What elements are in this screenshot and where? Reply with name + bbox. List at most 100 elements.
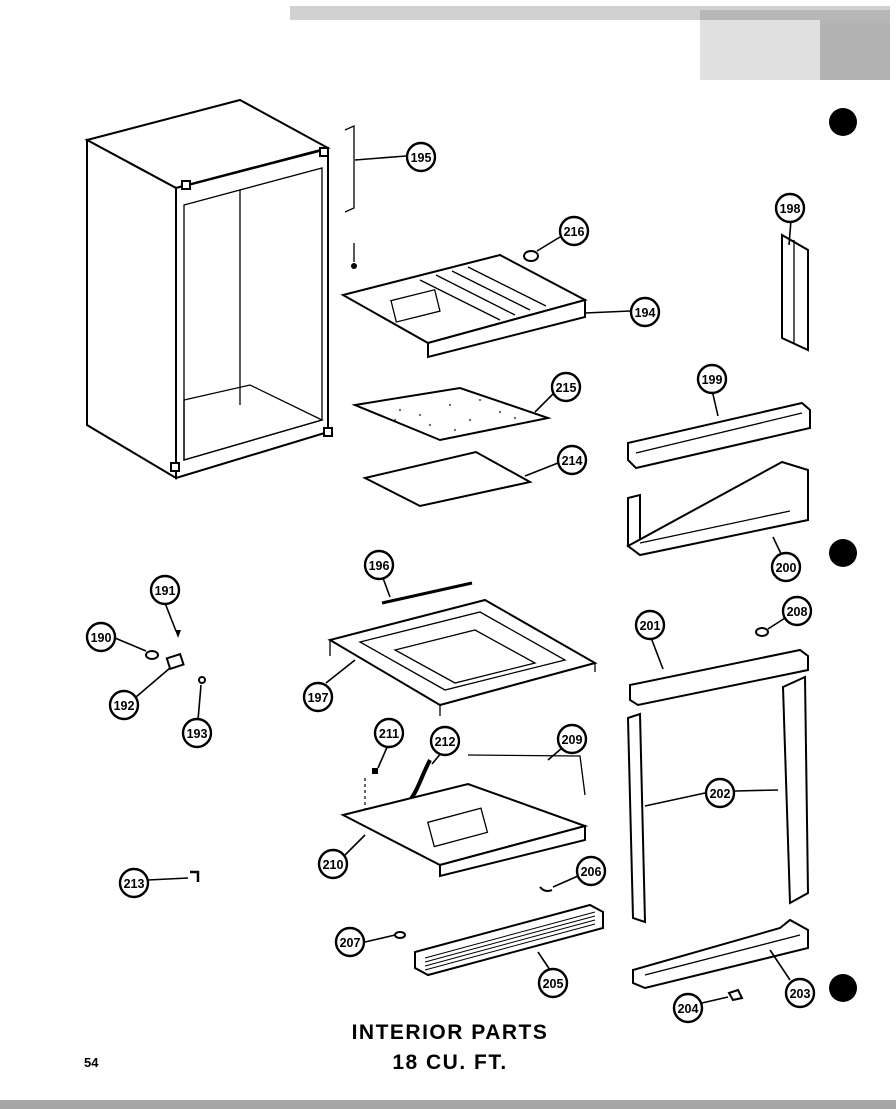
callout-label: 210 <box>323 858 344 872</box>
title-line-1: INTERIOR PARTS <box>351 1021 549 1044</box>
callout-circle <box>672 992 704 1024</box>
part-201-trim <box>629 634 809 707</box>
callout-209: 209 <box>556 723 588 755</box>
callout-211: 211 <box>373 717 405 749</box>
callout-207: 207 <box>334 926 366 958</box>
callout-circle <box>334 926 366 958</box>
callout-195: 195 <box>405 141 437 173</box>
callout-circle <box>302 681 334 713</box>
callout-circle <box>363 549 395 581</box>
part-200-bin <box>626 460 809 561</box>
callout-label: 196 <box>369 559 390 573</box>
callout-210: 210 <box>317 848 349 880</box>
callout-circle <box>405 141 437 173</box>
callout-circle <box>537 967 569 999</box>
callout-213: 213 <box>118 867 150 899</box>
callout-circle <box>575 855 607 887</box>
binder-holes <box>829 108 857 1002</box>
callout-label: 193 <box>187 727 208 741</box>
callout-circle <box>181 717 213 749</box>
callout-circle <box>629 296 661 328</box>
part-197-frame <box>325 598 598 716</box>
part-198-bin <box>627 389 811 470</box>
callout-label: 194 <box>635 306 656 320</box>
callout-label: 191 <box>155 584 176 598</box>
title-line-2: 18 CU. FT. <box>392 1051 508 1074</box>
part-196-rod <box>381 577 473 605</box>
callout-label: 207 <box>340 936 361 950</box>
callout-circle <box>770 551 802 583</box>
callout-198: 198 <box>774 192 806 224</box>
callout-circle <box>149 574 181 606</box>
callout-196: 196 <box>363 549 395 581</box>
callout-197: 197 <box>302 681 334 713</box>
callout-label: 200 <box>776 561 797 575</box>
callout-label: 203 <box>790 987 811 1001</box>
callout-label: 213 <box>124 877 145 891</box>
part-205-grille <box>364 875 604 977</box>
callout-label: 192 <box>114 699 135 713</box>
part-203-shelf <box>632 918 809 1004</box>
callout-190: 190 <box>85 621 117 653</box>
callout-label: 201 <box>640 619 661 633</box>
callout-circle <box>429 725 461 757</box>
callout-192: 192 <box>108 689 140 721</box>
callout-circle <box>774 192 806 224</box>
callout-label: 214 <box>562 454 583 468</box>
part-215-panel <box>351 386 558 442</box>
callout-circle <box>85 621 117 653</box>
callout-label: 198 <box>780 202 801 216</box>
callout-circle <box>634 609 666 641</box>
callout-215: 215 <box>550 371 582 403</box>
callout-label: 211 <box>379 727 399 741</box>
callout-214: 214 <box>556 444 588 476</box>
callout-label: 206 <box>581 865 602 879</box>
part-hinge-assembly <box>114 602 206 721</box>
callout-circle <box>373 717 405 749</box>
callout-circle <box>118 867 150 899</box>
callout-circle <box>784 977 816 1009</box>
callout-label: 204 <box>678 1002 699 1016</box>
part-195-trim <box>344 124 407 213</box>
callout-circle <box>704 777 736 809</box>
callout-label: 197 <box>308 691 329 705</box>
part-210-drawer-cover <box>340 782 589 878</box>
callout-label: 209 <box>562 733 583 747</box>
callout-bubbles: 195 216 194 215 214 198 199 200 196 197 191 190 192 1… <box>85 141 816 1024</box>
callout-circle <box>696 363 728 395</box>
callout-193: 193 <box>181 717 213 749</box>
part-214-glass <box>362 450 559 508</box>
callout-201: 201 <box>634 609 666 641</box>
callout-circle <box>556 444 588 476</box>
part-213-clip <box>147 870 200 882</box>
callout-circle <box>781 595 813 627</box>
callout-202: 202 <box>704 777 736 809</box>
callout-label: 205 <box>543 977 564 991</box>
callout-191: 191 <box>149 574 181 606</box>
callout-label: 216 <box>564 225 585 239</box>
callout-circle <box>317 848 349 880</box>
scan-noise-top <box>0 6 896 1109</box>
binder-hole-middle <box>829 539 857 567</box>
callout-label: 199 <box>702 373 723 387</box>
page-number: 54 <box>84 1055 99 1070</box>
callout-label: 215 <box>556 381 577 395</box>
binder-hole-bottom <box>829 974 857 1002</box>
callout-199: 199 <box>696 363 728 395</box>
callout-label: 202 <box>710 787 731 801</box>
part-194-shelf <box>340 236 631 359</box>
callout-label: 208 <box>787 605 808 619</box>
callout-circle <box>550 371 582 403</box>
callout-200: 200 <box>770 551 802 583</box>
callout-203: 203 <box>784 977 816 1009</box>
callout-204: 204 <box>672 992 704 1024</box>
callout-216: 216 <box>558 215 590 247</box>
callout-circle <box>558 215 590 247</box>
callout-label: 190 <box>91 631 112 645</box>
cabinet-liner <box>84 98 333 480</box>
callout-208: 208 <box>781 595 813 627</box>
part-208-clip <box>755 617 786 637</box>
part-202-rails <box>626 675 810 924</box>
